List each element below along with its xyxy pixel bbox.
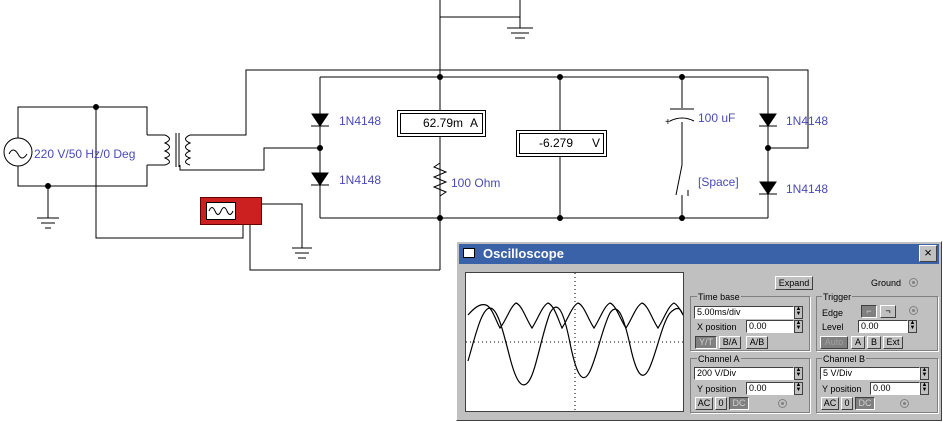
channel-a-group [690, 358, 810, 413]
channel-b-terminal[interactable] [900, 399, 909, 408]
ground-label: Ground [871, 278, 902, 288]
trigger-ext-button[interactable]: Ext [883, 336, 903, 349]
oscilloscope-display [465, 272, 684, 412]
trigger-auto-button[interactable]: Auto [820, 336, 848, 349]
channel-a-terminal[interactable] [778, 399, 787, 408]
trigger-b-button[interactable]: B [867, 336, 881, 349]
channel-a-dc-button[interactable]: DC [729, 397, 749, 410]
capacitor-label: 100 uF [698, 111, 736, 125]
channel-b-label: Channel B [822, 354, 867, 364]
voltmeter-reading: -6.279 [539, 136, 574, 150]
oscilloscope-instrument-icon[interactable] [200, 197, 262, 225]
voltmeter-unit: V [592, 136, 601, 150]
channel-b-zero-button[interactable]: 0 [841, 397, 853, 410]
time-base-field[interactable]: 5.00ms/div [694, 306, 794, 319]
mode-ab-button[interactable]: A/B [746, 336, 768, 349]
trigger-group [816, 296, 938, 351]
level-spinner[interactable]: ▲▼ [908, 320, 917, 333]
edge-label: Edge [822, 308, 844, 318]
channel-b-ypos-field[interactable]: 0.00 [870, 382, 920, 395]
diode1-label: 1N4148 [339, 114, 382, 128]
channel-a-scale-field[interactable]: 200 V/Div [694, 367, 794, 380]
ammeter-reading: 62.79m [423, 116, 464, 130]
channel-b-ypos-label: Y position [822, 384, 862, 394]
ammeter[interactable]: 62.79m A [397, 110, 486, 137]
x-position-field[interactable]: 0.00 [746, 320, 794, 333]
ground-terminal[interactable] [909, 278, 918, 287]
mode-ba-button[interactable]: B/A [719, 336, 741, 349]
channel-a-ypos-label: Y position [697, 384, 737, 394]
channel-a-label: Channel A [697, 354, 741, 364]
diode3-label: 1N4148 [786, 114, 829, 128]
diode2-label: 1N4148 [339, 173, 382, 187]
channel-a-ypos-field[interactable]: 0.00 [746, 382, 794, 395]
time-base-group [690, 296, 810, 351]
channel-a-ac-button[interactable]: AC [695, 397, 713, 410]
x-position-label: X position [697, 322, 737, 332]
oscilloscope-screen-icon [206, 202, 236, 220]
mode-yt-button[interactable]: Y/T [695, 336, 717, 349]
time-base-spinner[interactable]: ▲▼ [794, 306, 803, 319]
channel-b-dc-button[interactable]: DC [855, 397, 875, 410]
channel-b-scale-field[interactable]: 5 V/Div [820, 367, 920, 380]
level-field[interactable]: 0.00 [858, 320, 908, 333]
oscilloscope-title: Oscilloscope [483, 246, 564, 261]
waveform-plot [466, 273, 684, 411]
window-icon [463, 248, 475, 258]
diode4-label: 1N4148 [786, 182, 829, 196]
time-base-label: Time base [697, 292, 741, 302]
source-label: 220 V/50 Hz/0 Deg [34, 147, 136, 161]
channel-b-group [816, 358, 938, 413]
voltmeter[interactable]: -6.279 V [516, 130, 607, 157]
channel-b-ac-button[interactable]: AC [821, 397, 839, 410]
ammeter-unit: A [470, 116, 479, 130]
trigger-terminal[interactable] [909, 306, 918, 315]
channel-a-ypos-spinner[interactable]: ▲▼ [794, 382, 803, 395]
channel-a-zero-button[interactable]: 0 [715, 397, 727, 410]
resistor-label: 100 Ohm [451, 176, 501, 190]
channel-b-trace [467, 302, 684, 330]
level-label: Level [822, 322, 844, 332]
edge-falling-button[interactable]: ¬ [880, 305, 896, 318]
oscilloscope-title-bar[interactable]: Oscilloscope × [459, 244, 939, 264]
switch-key-label: [Space] [698, 175, 739, 189]
expand-button[interactable]: Expand [775, 276, 813, 290]
trigger-a-button[interactable]: A [851, 336, 865, 349]
edge-rising-button[interactable]: ⌐ [861, 305, 877, 318]
x-position-spinner[interactable]: ▲▼ [794, 320, 803, 333]
channel-a-trace [467, 306, 684, 386]
channel-b-ypos-spinner[interactable]: ▲▼ [920, 382, 929, 395]
close-button[interactable]: × [919, 245, 937, 262]
trigger-label: Trigger [822, 292, 853, 302]
channel-b-scale-spinner[interactable]: ▲▼ [920, 367, 929, 380]
channel-a-scale-spinner[interactable]: ▲▼ [794, 367, 803, 380]
capacitor-polarity: + [665, 117, 671, 128]
